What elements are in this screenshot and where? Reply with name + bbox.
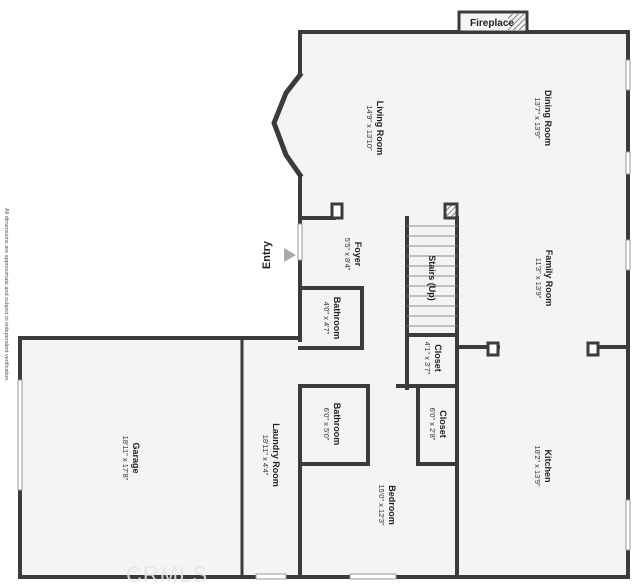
windows [17, 59, 631, 580]
room-labels: Dining Room 13'7" x 13'9" Living Room 14… [121, 90, 554, 526]
columns [330, 202, 600, 357]
room-closet1-name: Closet [433, 344, 443, 372]
fireplace-label: Fireplace [470, 18, 514, 29]
room-bedroom: Bedroom 15'0" x 12'3" [377, 484, 397, 525]
room-kitchen: Kitchen 18'2" x 13'9" [533, 445, 553, 486]
walls [18, 30, 630, 579]
room-stairs-name: Stairs (Up) [427, 255, 437, 301]
room-closet2-name: Closet [438, 410, 448, 438]
room-family-dims: 11'3" x 13'9" [534, 258, 543, 299]
disclaimer-text: All dimensions are approximate and subje… [3, 208, 9, 382]
room-bath1-dims: 4'0" x 4'7" [322, 302, 331, 335]
column-family-east [586, 341, 600, 357]
fireplace: Fireplace [457, 10, 529, 34]
bay-window-wall [271, 71, 304, 179]
entry-label: Entry [261, 240, 273, 269]
room-kitchen-name: Kitchen [543, 449, 553, 482]
floor-areas [20, 32, 628, 575]
entry-arrow-icon [284, 248, 296, 262]
fireplace-hatch [508, 14, 525, 30]
room-bath1: Bathroom 4'0" x 4'7" [322, 297, 342, 340]
window-bedroom [349, 573, 397, 580]
room-family: Family Room 11'3" x 13'9" [534, 250, 554, 307]
room-foyer-name: Foyer [353, 242, 363, 267]
room-bath2-dims: 6'0" x 5'0" [322, 408, 331, 441]
column-family-west [486, 341, 500, 357]
room-living-name: Living Room [375, 101, 385, 156]
watermark: CRMLS [126, 562, 208, 587]
room-garage: Garage 18'11" x 17'8" [121, 436, 141, 481]
room-closet2: Closet 6'0" x 2'8" [428, 408, 448, 441]
room-bedroom-name: Bedroom [387, 485, 397, 525]
room-living-dims: 14'9" x 13'10" [365, 105, 374, 151]
room-garage-dims: 18'11" x 17'8" [121, 436, 130, 481]
window-family [625, 239, 631, 271]
room-living: Living Room 14'9" x 13'10" [365, 101, 385, 156]
room-laundry-name: Laundry Room [271, 423, 281, 487]
room-foyer: Foyer 5'5" x 8'4" [343, 238, 363, 271]
room-closet1-dims: 4'1" x 3'7" [423, 342, 432, 375]
room-kitchen-dims: 18'2" x 13'9" [533, 445, 542, 486]
room-bath1-name: Bathroom [332, 297, 342, 340]
room-dining: Dining Room 13'7" x 13'9" [533, 90, 553, 146]
room-bath2: Bathroom 6'0" x 5'0" [322, 403, 342, 446]
window-dining-1 [625, 59, 631, 91]
bath1-walls [298, 286, 364, 350]
room-bath2-name: Bathroom [332, 403, 342, 446]
room-family-name: Family Room [544, 250, 554, 307]
room-foyer-dims: 5'5" x 8'4" [343, 238, 352, 271]
room-closet2-dims: 6'0" x 2'8" [428, 408, 437, 441]
room-bedroom-dims: 15'0" x 12'3" [377, 484, 386, 525]
room-laundry-dims: 18'11" x 4'4" [261, 435, 270, 476]
stairs [407, 225, 457, 327]
window-laundry [255, 573, 287, 580]
bay-window-floor [274, 75, 300, 175]
room-garage-name: Garage [131, 442, 141, 473]
window-foyer [297, 223, 303, 261]
room-dining-dims: 13'7" x 13'9" [533, 97, 542, 138]
window-dining-2 [625, 151, 631, 175]
garage-laundry-floor [20, 338, 302, 575]
window-garage [17, 379, 23, 491]
window-kitchen [625, 499, 631, 551]
room-dining-name: Dining Room [543, 90, 553, 146]
room-laundry: Laundry Room 18'11" x 4'4" [261, 423, 281, 487]
room-stairs: Stairs (Up) [427, 255, 437, 301]
bath2-walls [298, 384, 370, 466]
column-stairs [443, 202, 459, 220]
column-foyer [330, 202, 344, 220]
room-closet1: Closet 4'1" x 3'7" [423, 342, 443, 375]
main-house-floor [300, 32, 628, 575]
